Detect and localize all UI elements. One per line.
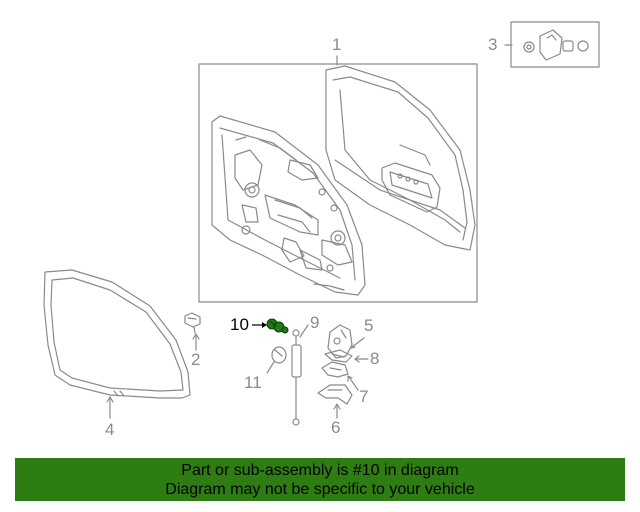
- part-1-liftgate-assembly: [198, 63, 478, 303]
- callout-4: 4: [105, 420, 115, 439]
- callout-2: 2: [191, 350, 201, 369]
- leader-5: [351, 337, 365, 348]
- part-3-sensor: [510, 21, 600, 68]
- callout-6: 6: [331, 418, 341, 437]
- part-10-stud-highlighted: [252, 318, 289, 334]
- part-8-striker: [324, 349, 353, 363]
- banner-line-2: Diagram may not be specific to your vehi…: [165, 481, 475, 498]
- callout-10: 10: [230, 315, 249, 334]
- callout-5: 5: [364, 316, 374, 335]
- callout-11: 11: [244, 373, 262, 392]
- info-banner: Part or sub-assembly is #10 in diagram D…: [15, 458, 625, 501]
- callout-1: 1: [332, 35, 342, 54]
- leader-11: [266, 361, 275, 374]
- part-6-handle: [317, 384, 353, 405]
- part-11-plug: [271, 346, 287, 364]
- callout-9: 9: [310, 313, 320, 332]
- part-5-latch: [327, 324, 353, 359]
- callout-8: 8: [370, 349, 380, 368]
- callout-7: 7: [359, 387, 369, 406]
- leader-9: [299, 324, 309, 338]
- part-9-gas-strut: [291, 329, 302, 426]
- callout-3: 3: [488, 35, 498, 54]
- part-4-weatherstrip: [43, 269, 191, 399]
- banner-line-1: Part or sub-assembly is #10 in diagram: [181, 462, 459, 479]
- part-7-bracket: [321, 361, 349, 378]
- leader-7: [348, 376, 359, 391]
- part-2-bolt: [184, 312, 201, 334]
